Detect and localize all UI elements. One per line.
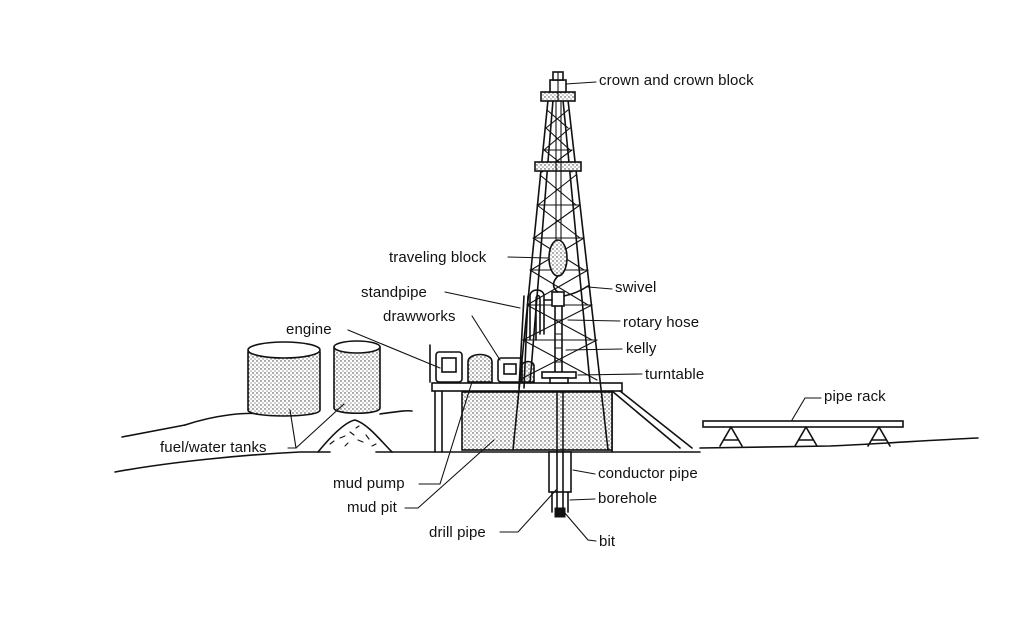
kelly (554, 305, 563, 373)
label-drill-pipe: drill pipe (429, 524, 486, 541)
ground-line (114, 409, 979, 473)
mud-pit (461, 391, 613, 451)
label-traveling-block: traveling block (389, 249, 487, 266)
label-mud-pit: mud pit (347, 499, 397, 516)
fuel-tank (247, 341, 321, 417)
label-conductor-pipe: conductor pipe (598, 465, 698, 482)
label-kelly: kelly (626, 340, 657, 357)
label-turntable: turntable (645, 366, 705, 383)
traveling-block (548, 100, 568, 293)
borehole (548, 390, 572, 518)
gravel-pile (317, 419, 393, 453)
turntable (541, 371, 577, 384)
label-borehole: borehole (598, 490, 658, 507)
label-crown-and-crown-block: crown and crown block (599, 72, 754, 89)
engine-unit (429, 344, 463, 383)
label-fuel-water-tanks: fuel/water tanks (160, 439, 267, 456)
label-drawworks: drawworks (383, 308, 456, 325)
leader-lines (287, 81, 822, 542)
swivel (551, 285, 589, 307)
pipe-rack (702, 420, 904, 447)
label-bit: bit (599, 533, 616, 550)
label-standpipe: standpipe (361, 284, 427, 301)
water-tank (333, 340, 381, 415)
label-pipe-rack: pipe rack (824, 388, 886, 405)
mud-pump-unit (467, 353, 493, 383)
label-engine: engine (286, 321, 332, 338)
drawworks-unit (497, 357, 535, 383)
derrick-tower (512, 71, 609, 451)
label-rotary-hose: rotary hose (623, 314, 700, 331)
label-swivel: swivel (615, 279, 657, 296)
label-mud-pump: mud pump (333, 475, 405, 492)
standpipe (518, 289, 553, 389)
